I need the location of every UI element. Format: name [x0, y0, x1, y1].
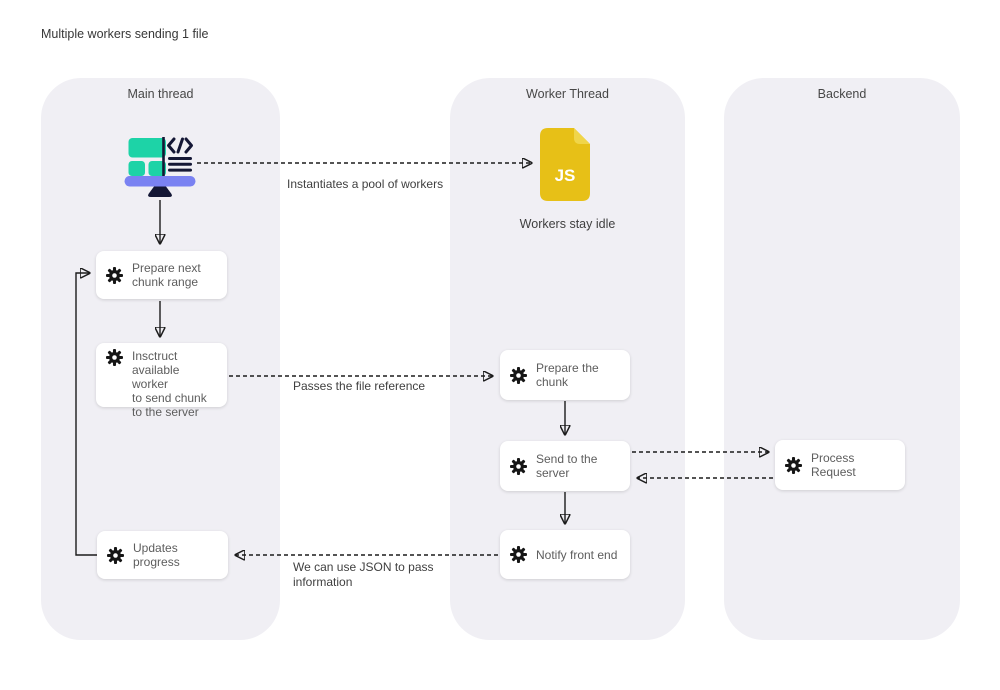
node-prepare-the-chunk[interactable]: Prepare the chunk	[500, 350, 630, 400]
diagram-title: Multiple workers sending 1 file	[41, 27, 209, 41]
gear-icon	[510, 546, 527, 563]
workers-stay-idle-note: Workers stay idle	[519, 217, 616, 231]
node-label: Notify front end	[536, 547, 618, 562]
gear-icon	[510, 457, 527, 475]
js-badge-text: JS	[555, 166, 576, 185]
computer-code-icon[interactable]	[124, 128, 196, 200]
lane-title-worker-thread: Worker Thread	[526, 87, 609, 101]
gear-icon	[107, 546, 124, 564]
node-label: Insctruct available worker to send chunk…	[132, 349, 207, 419]
lane-title-backend: Backend	[817, 87, 867, 101]
node-process-request[interactable]: Process Request	[775, 440, 905, 490]
gear-icon	[510, 366, 527, 384]
node-send-to-the-server[interactable]: Send to the server	[500, 441, 630, 491]
gear-icon	[785, 456, 802, 474]
node-instruct-available-worker[interactable]: Insctruct available worker to send chunk…	[96, 343, 227, 419]
lane-title-main-thread: Main thread	[127, 87, 194, 101]
node-notify-front-end[interactable]: Notify front end	[500, 530, 630, 579]
node-label: Updates progress	[133, 541, 180, 569]
node-label: Send to the server	[536, 452, 598, 480]
node-prepare-next-chunk-range[interactable]: Prepare next chunk range	[96, 251, 227, 299]
node-label: Prepare the chunk	[536, 361, 599, 389]
gear-icon	[106, 266, 123, 284]
js-file-icon[interactable]: JS	[540, 128, 590, 201]
node-updates-progress[interactable]: Updates progress	[97, 531, 228, 579]
node-label: Prepare next chunk range	[132, 261, 201, 289]
edge-label-instantiate-pool: Instantiates a pool of workers	[287, 177, 444, 191]
node-label: Process Request	[811, 451, 856, 479]
edge-label-passes-file-reference: Passes the file reference	[293, 379, 426, 393]
gear-icon	[106, 349, 123, 366]
edge-label-json-info: We can use JSON to pass information	[293, 560, 434, 589]
lane-backend: Backend	[724, 78, 960, 640]
